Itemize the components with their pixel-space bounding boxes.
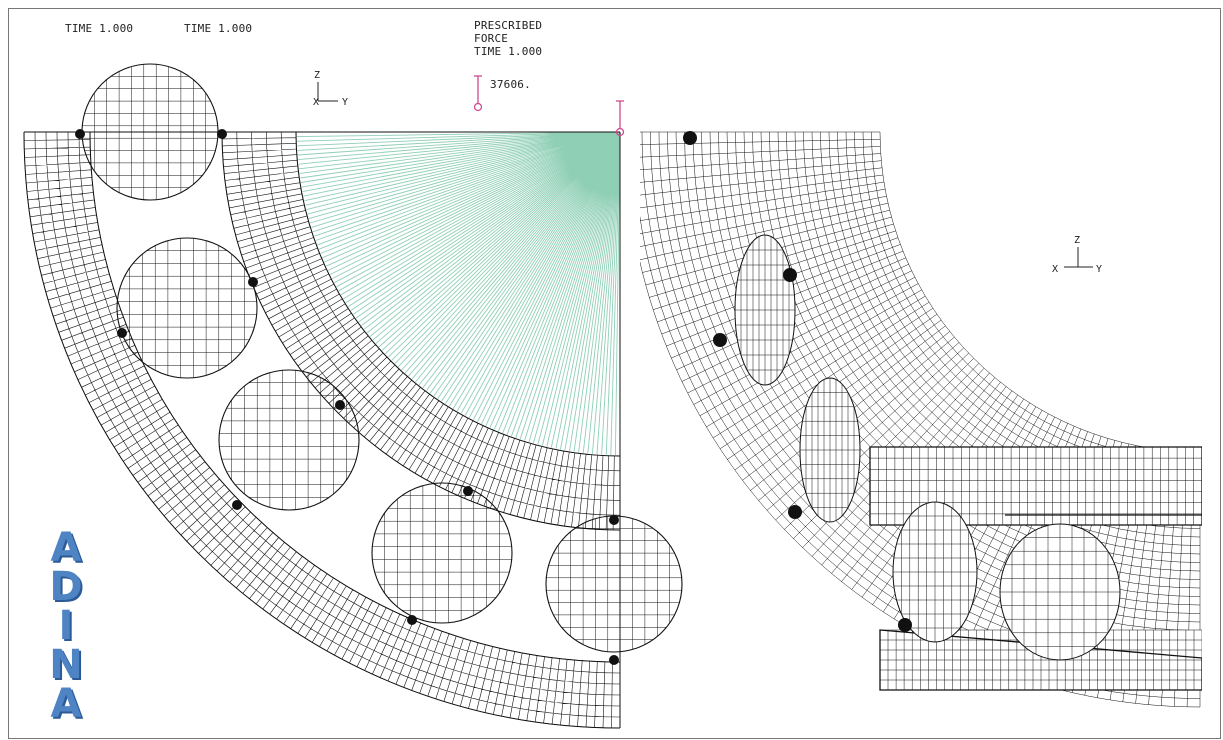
prescribed-title: PRESCRIBED <box>474 19 543 32</box>
logo-letter-a2: A <box>50 681 82 727</box>
right-3d-bearing-mesh <box>640 131 1202 708</box>
axis-x-label: X <box>1052 264 1058 275</box>
axis-y-label: Y <box>342 97 348 108</box>
prescribed-time: TIME 1.000 <box>474 45 543 58</box>
axis-y-label: Y <box>1096 264 1102 275</box>
logo-letter-n: N <box>49 642 83 688</box>
axis-x-label: X <box>313 97 319 108</box>
time-label-1: TIME 1.000 <box>65 22 134 35</box>
prescribed-force-legend: PRESCRIBED FORCE TIME 1.000 <box>474 19 542 58</box>
axis-z-label: Z <box>1074 235 1080 246</box>
bearing-race-mesh <box>23 131 621 729</box>
time-label-2: TIME 1.000 <box>184 22 253 35</box>
axis-z-label: Z <box>314 70 320 81</box>
logo-letter-i: I <box>58 603 74 649</box>
contact-concentration-markers <box>75 129 619 665</box>
rollers-3d <box>683 131 1121 661</box>
left-2d-bearing-mesh <box>23 63 683 729</box>
window-border <box>8 8 1221 739</box>
logo-letter-d: D <box>49 564 83 610</box>
bearing-balls-mesh <box>75 63 683 665</box>
force-arrow-icon <box>473 75 483 112</box>
logo-letter-a: A <box>50 525 82 571</box>
axis-triad-left-icon: Z X Y <box>313 70 348 108</box>
force-title: FORCE <box>474 32 509 45</box>
applied-force-marker-icon <box>615 100 625 137</box>
force-value: 37606. <box>490 78 531 91</box>
axis-triad-right-icon: Z X Y <box>1052 235 1102 275</box>
